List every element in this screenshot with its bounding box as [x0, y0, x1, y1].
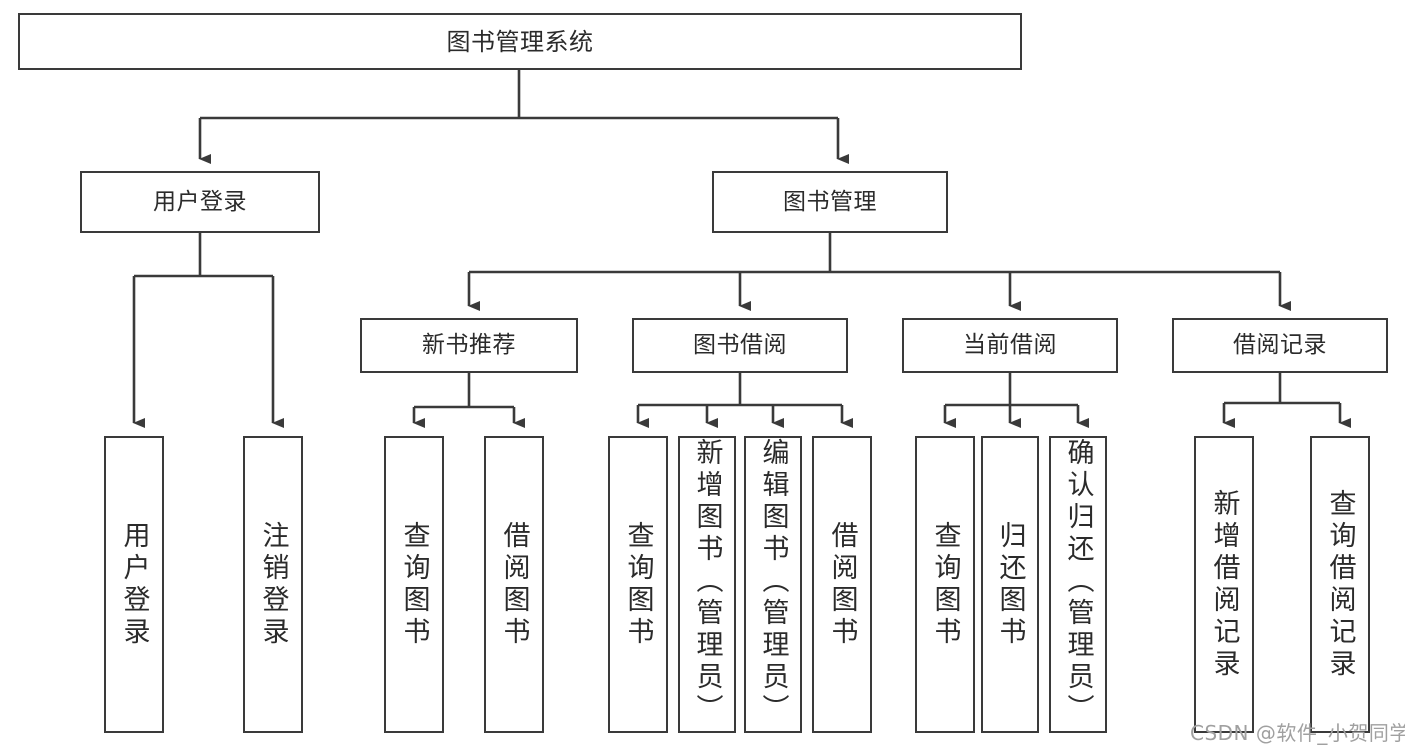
node-book-borrow[interactable]: 图书借阅	[632, 318, 848, 373]
node-label: 编辑图书（管理员）	[757, 438, 789, 726]
node-borrow-record[interactable]: 借阅记录	[1172, 318, 1388, 373]
node-label: 新书推荐	[422, 332, 516, 358]
leaf-user-login-logout[interactable]: 注销登录	[243, 436, 303, 733]
leaf-current-query-book[interactable]: 查询图书	[915, 436, 975, 733]
node-label: 查询图书	[622, 520, 654, 649]
leaf-current-confirm-return-admin[interactable]: 确认归还（管理员）	[1049, 436, 1107, 733]
node-label: 新增借阅记录	[1208, 488, 1240, 681]
leaf-user-login-login[interactable]: 用户登录	[104, 436, 164, 733]
leaf-record-query-record[interactable]: 查询借阅记录	[1310, 436, 1370, 733]
leaf-borrow-edit-book-admin[interactable]: 编辑图书（管理员）	[744, 436, 802, 733]
node-label: 用户登录	[118, 520, 150, 649]
node-root-system[interactable]: 图书管理系统	[18, 13, 1022, 70]
leaf-record-add-record[interactable]: 新增借阅记录	[1194, 436, 1254, 733]
leaf-recommend-query-book[interactable]: 查询图书	[384, 436, 444, 733]
node-label: 确认归还（管理员）	[1062, 438, 1094, 726]
csdn-watermark: CSDN @软件_小贺同学	[1190, 717, 1405, 746]
node-book-management[interactable]: 图书管理	[712, 171, 948, 233]
node-current-borrow[interactable]: 当前借阅	[902, 318, 1118, 373]
node-user-login[interactable]: 用户登录	[80, 171, 320, 233]
node-label: 查询借阅记录	[1324, 488, 1356, 681]
node-label: 当前借阅	[963, 332, 1057, 358]
node-label: 注销登录	[257, 520, 289, 649]
watermark-text: CSDN @软件_小贺同学	[1190, 721, 1405, 745]
leaf-borrow-add-book-admin[interactable]: 新增图书（管理员）	[678, 436, 736, 733]
node-label: 用户登录	[153, 188, 247, 215]
node-label: 图书管理系统	[446, 27, 594, 56]
node-label: 借阅图书	[826, 520, 858, 649]
node-label: 图书借阅	[693, 332, 787, 358]
node-new-book-recommend[interactable]: 新书推荐	[360, 318, 578, 373]
node-label: 借阅图书	[498, 520, 530, 649]
node-label: 借阅记录	[1233, 332, 1327, 358]
leaf-recommend-borrow-book[interactable]: 借阅图书	[484, 436, 544, 733]
leaf-current-return-book[interactable]: 归还图书	[981, 436, 1039, 733]
node-label: 查询图书	[398, 520, 430, 649]
leaf-borrow-borrow-book[interactable]: 借阅图书	[812, 436, 872, 733]
node-label: 新增图书（管理员）	[691, 438, 723, 726]
node-label: 图书管理	[783, 188, 877, 215]
leaf-borrow-query-book[interactable]: 查询图书	[608, 436, 668, 733]
node-label: 归还图书	[994, 520, 1026, 649]
node-label: 查询图书	[929, 520, 961, 649]
